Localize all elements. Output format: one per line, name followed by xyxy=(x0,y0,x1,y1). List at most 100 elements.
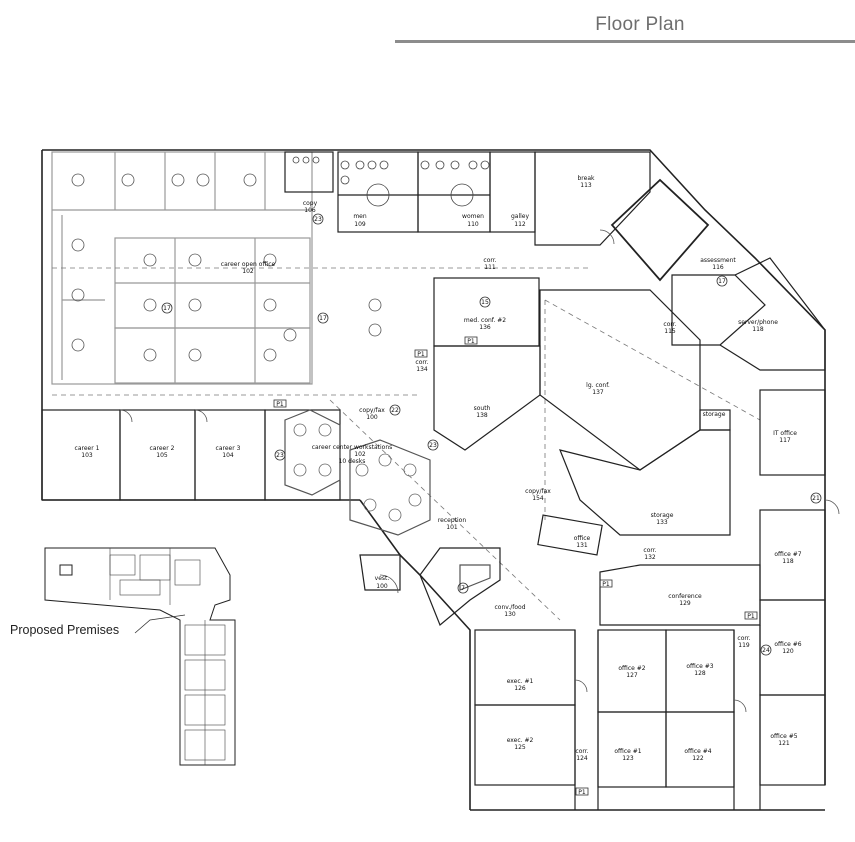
svg-text:career 1: career 1 xyxy=(75,445,100,452)
svg-text:124: 124 xyxy=(576,755,588,762)
svg-text:vest.: vest. xyxy=(375,575,390,582)
svg-text:career 2: career 2 xyxy=(150,445,175,452)
svg-text:132: 132 xyxy=(644,554,656,561)
svg-text:P1: P1 xyxy=(417,351,425,358)
svg-text:131: 131 xyxy=(576,542,588,549)
svg-text:102: 102 xyxy=(354,451,366,458)
svg-text:113: 113 xyxy=(580,182,592,189)
svg-text:office #5: office #5 xyxy=(770,733,797,740)
svg-text:copy/fax: copy/fax xyxy=(525,488,551,495)
svg-text:128: 128 xyxy=(694,670,706,677)
svg-text:109: 109 xyxy=(354,221,366,228)
keynote-tag: 7 xyxy=(457,582,469,594)
svg-text:15: 15 xyxy=(481,299,489,306)
outer-wall xyxy=(359,499,471,810)
svg-text:154: 154 xyxy=(532,495,544,502)
svg-text:assessment: assessment xyxy=(700,257,736,264)
svg-text:conference: conference xyxy=(668,593,702,600)
key-plan-inset xyxy=(44,547,236,766)
svg-text:office #4: office #4 xyxy=(684,748,711,755)
svg-text:17: 17 xyxy=(319,315,327,322)
svg-text:136: 136 xyxy=(479,324,491,331)
svg-text:copy: copy xyxy=(303,200,318,207)
svg-text:career open office: career open office xyxy=(221,261,276,268)
svg-text:exec. #1: exec. #1 xyxy=(507,678,534,685)
svg-text:P1: P1 xyxy=(602,581,610,588)
svg-text:129: 129 xyxy=(679,600,691,607)
svg-text:22: 22 xyxy=(391,407,399,414)
svg-text:storage: storage xyxy=(651,512,674,519)
svg-text:112: 112 xyxy=(514,221,526,228)
svg-text:galley: galley xyxy=(511,213,530,220)
keynote-tag: P1 xyxy=(414,349,428,358)
room-lg-conf: lg. conf.137 xyxy=(586,382,610,396)
keynote-tag: 24 xyxy=(760,644,772,656)
room-corr-124: corr.124 xyxy=(575,748,588,762)
keynote-tag: P1 xyxy=(599,579,613,588)
page-title: Floor Plan xyxy=(595,14,685,35)
outer-wall xyxy=(42,149,826,785)
svg-text:7: 7 xyxy=(461,585,465,592)
svg-text:127: 127 xyxy=(626,672,638,679)
svg-text:120: 120 xyxy=(782,648,794,655)
svg-text:21: 21 xyxy=(812,495,820,502)
svg-text:104: 104 xyxy=(222,452,234,459)
svg-text:office #3: office #3 xyxy=(686,663,713,670)
svg-text:23: 23 xyxy=(314,216,322,223)
svg-text:IT office: IT office xyxy=(773,430,797,437)
svg-text:110: 110 xyxy=(467,221,479,228)
svg-text:med. conf. #2: med. conf. #2 xyxy=(464,317,506,324)
keynote-tag: 15 xyxy=(479,296,491,308)
svg-text:career 3: career 3 xyxy=(216,445,241,452)
svg-text:121: 121 xyxy=(778,740,790,747)
svg-text:exec. #2: exec. #2 xyxy=(507,737,534,744)
key-plan-leader xyxy=(134,614,186,634)
svg-text:118: 118 xyxy=(752,326,764,333)
svg-text:10 desks: 10 desks xyxy=(339,458,366,465)
keynote-tag: P1 xyxy=(744,611,758,620)
room-vest: vest.100 xyxy=(375,575,390,590)
svg-text:23: 23 xyxy=(276,452,284,459)
room-corr-119: corr.119 xyxy=(737,635,750,649)
svg-text:111: 111 xyxy=(484,264,496,271)
svg-text:138: 138 xyxy=(476,412,488,419)
keynote-tag: 17 xyxy=(317,312,329,324)
svg-text:105: 105 xyxy=(156,452,168,459)
room-corr-111: corr.111 xyxy=(483,257,496,271)
svg-text:P1: P1 xyxy=(747,613,755,620)
svg-text:100: 100 xyxy=(376,583,388,590)
room-corr-134: corr.134 xyxy=(415,359,428,373)
keynote-tag: 22 xyxy=(389,404,401,416)
svg-text:corr.: corr. xyxy=(483,257,496,264)
svg-text:125: 125 xyxy=(514,744,526,751)
svg-text:men: men xyxy=(353,213,367,220)
svg-text:corr.: corr. xyxy=(575,748,588,755)
svg-text:123: 123 xyxy=(622,755,634,762)
svg-text:116: 116 xyxy=(712,264,724,271)
svg-text:24: 24 xyxy=(762,647,770,654)
svg-text:office #6: office #6 xyxy=(774,641,801,648)
svg-text:122: 122 xyxy=(692,755,704,762)
keynote-tag: 23 xyxy=(427,439,439,451)
keynote-tag: 23 xyxy=(312,213,324,225)
svg-text:115: 115 xyxy=(664,328,676,335)
svg-text:133: 133 xyxy=(656,519,668,526)
svg-text:conv./food: conv./food xyxy=(494,604,525,611)
